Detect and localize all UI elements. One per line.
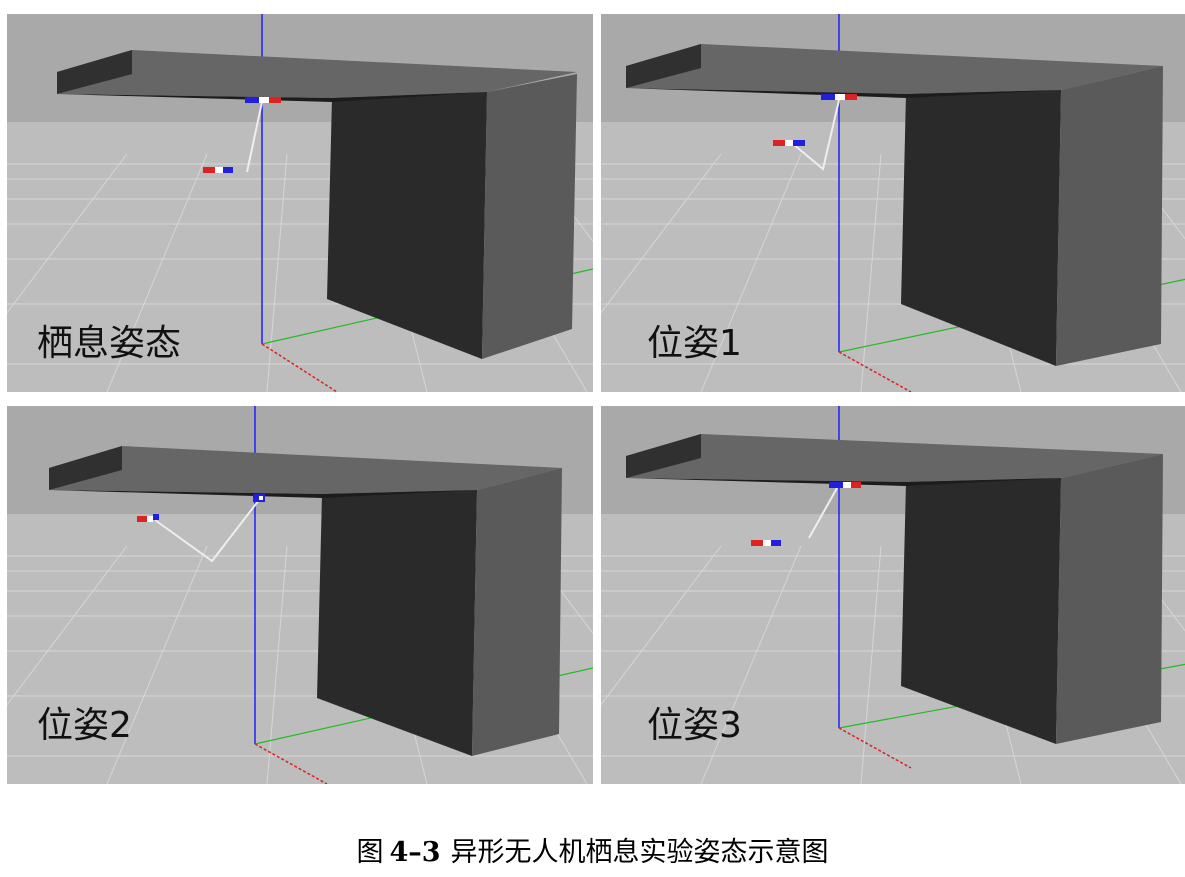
- drone-tail-blue: [771, 540, 781, 546]
- top-slab: [626, 44, 1163, 94]
- drone-module-white: [835, 94, 845, 100]
- drone-link: [154, 499, 260, 563]
- drone-tail-red: [137, 516, 147, 522]
- scene-panel-pose-1: 位姿1: [601, 14, 1185, 392]
- drone-tail-red: [773, 140, 785, 146]
- drone-tail-red: [203, 167, 215, 173]
- top-slab-end: [626, 44, 701, 88]
- x-axis: [838, 727, 912, 769]
- support-block-side: [1056, 66, 1163, 366]
- support-block-front: [317, 490, 477, 756]
- drone-tail-blue: [793, 140, 805, 146]
- drone-link: [246, 101, 263, 173]
- drone-module-red: [269, 97, 281, 103]
- scene-panel-perch: 栖息姿态: [7, 14, 593, 392]
- drone-tail-blue: [153, 514, 159, 520]
- drone-module-white: [259, 496, 263, 500]
- simulation-scene: [601, 14, 1185, 392]
- scene-panel-pose-2: 位姿2: [7, 406, 593, 784]
- pose-label: 位姿1: [647, 323, 742, 364]
- drone-tail-red: [751, 540, 763, 546]
- drone-link: [808, 487, 838, 539]
- top-slab: [626, 434, 1163, 482]
- top-slab-end: [49, 446, 122, 490]
- support-block-side: [482, 74, 577, 359]
- top-slab-underside: [626, 88, 1061, 98]
- drone-link: [792, 99, 840, 171]
- x-axis: [254, 743, 328, 784]
- simulation-scene: [601, 406, 1185, 784]
- pose-label: 位姿3: [647, 705, 742, 746]
- support-block-side: [472, 468, 562, 756]
- drone-tail-blue: [223, 167, 233, 173]
- support-block-side: [1056, 454, 1163, 744]
- drone-tail-white: [785, 140, 793, 146]
- pose-label: 栖息姿态: [37, 323, 182, 364]
- support-block-front: [327, 92, 487, 359]
- top-slab: [57, 50, 577, 98]
- caption-number: 4–3: [389, 837, 441, 868]
- pose-label: 位姿2: [37, 705, 132, 746]
- top-slab-end: [57, 50, 132, 94]
- simulation-scene: [7, 14, 593, 392]
- support-block-front: [901, 478, 1061, 744]
- simulation-scene: [7, 406, 593, 784]
- caption-prefix: 图: [356, 837, 384, 868]
- drone-tail-white: [147, 516, 153, 522]
- x-axis: [838, 351, 912, 392]
- support-block-front: [901, 90, 1061, 366]
- drone-module-blue: [245, 97, 259, 103]
- drone-module-red: [851, 482, 861, 488]
- drone-module-white: [259, 97, 269, 103]
- drone-tail-white: [763, 540, 771, 546]
- top-slab: [49, 446, 562, 494]
- drone-module-blue: [821, 94, 835, 100]
- top-slab-end: [626, 434, 701, 478]
- scene-panel-pose-3: 位姿3: [601, 406, 1185, 784]
- drone-tail-white: [215, 167, 223, 173]
- drone-module-blue: [829, 482, 843, 488]
- caption-text: 异形无人机栖息实验姿态示意图: [450, 837, 829, 868]
- drone-module-red: [845, 94, 857, 100]
- drone-module-white: [843, 482, 851, 488]
